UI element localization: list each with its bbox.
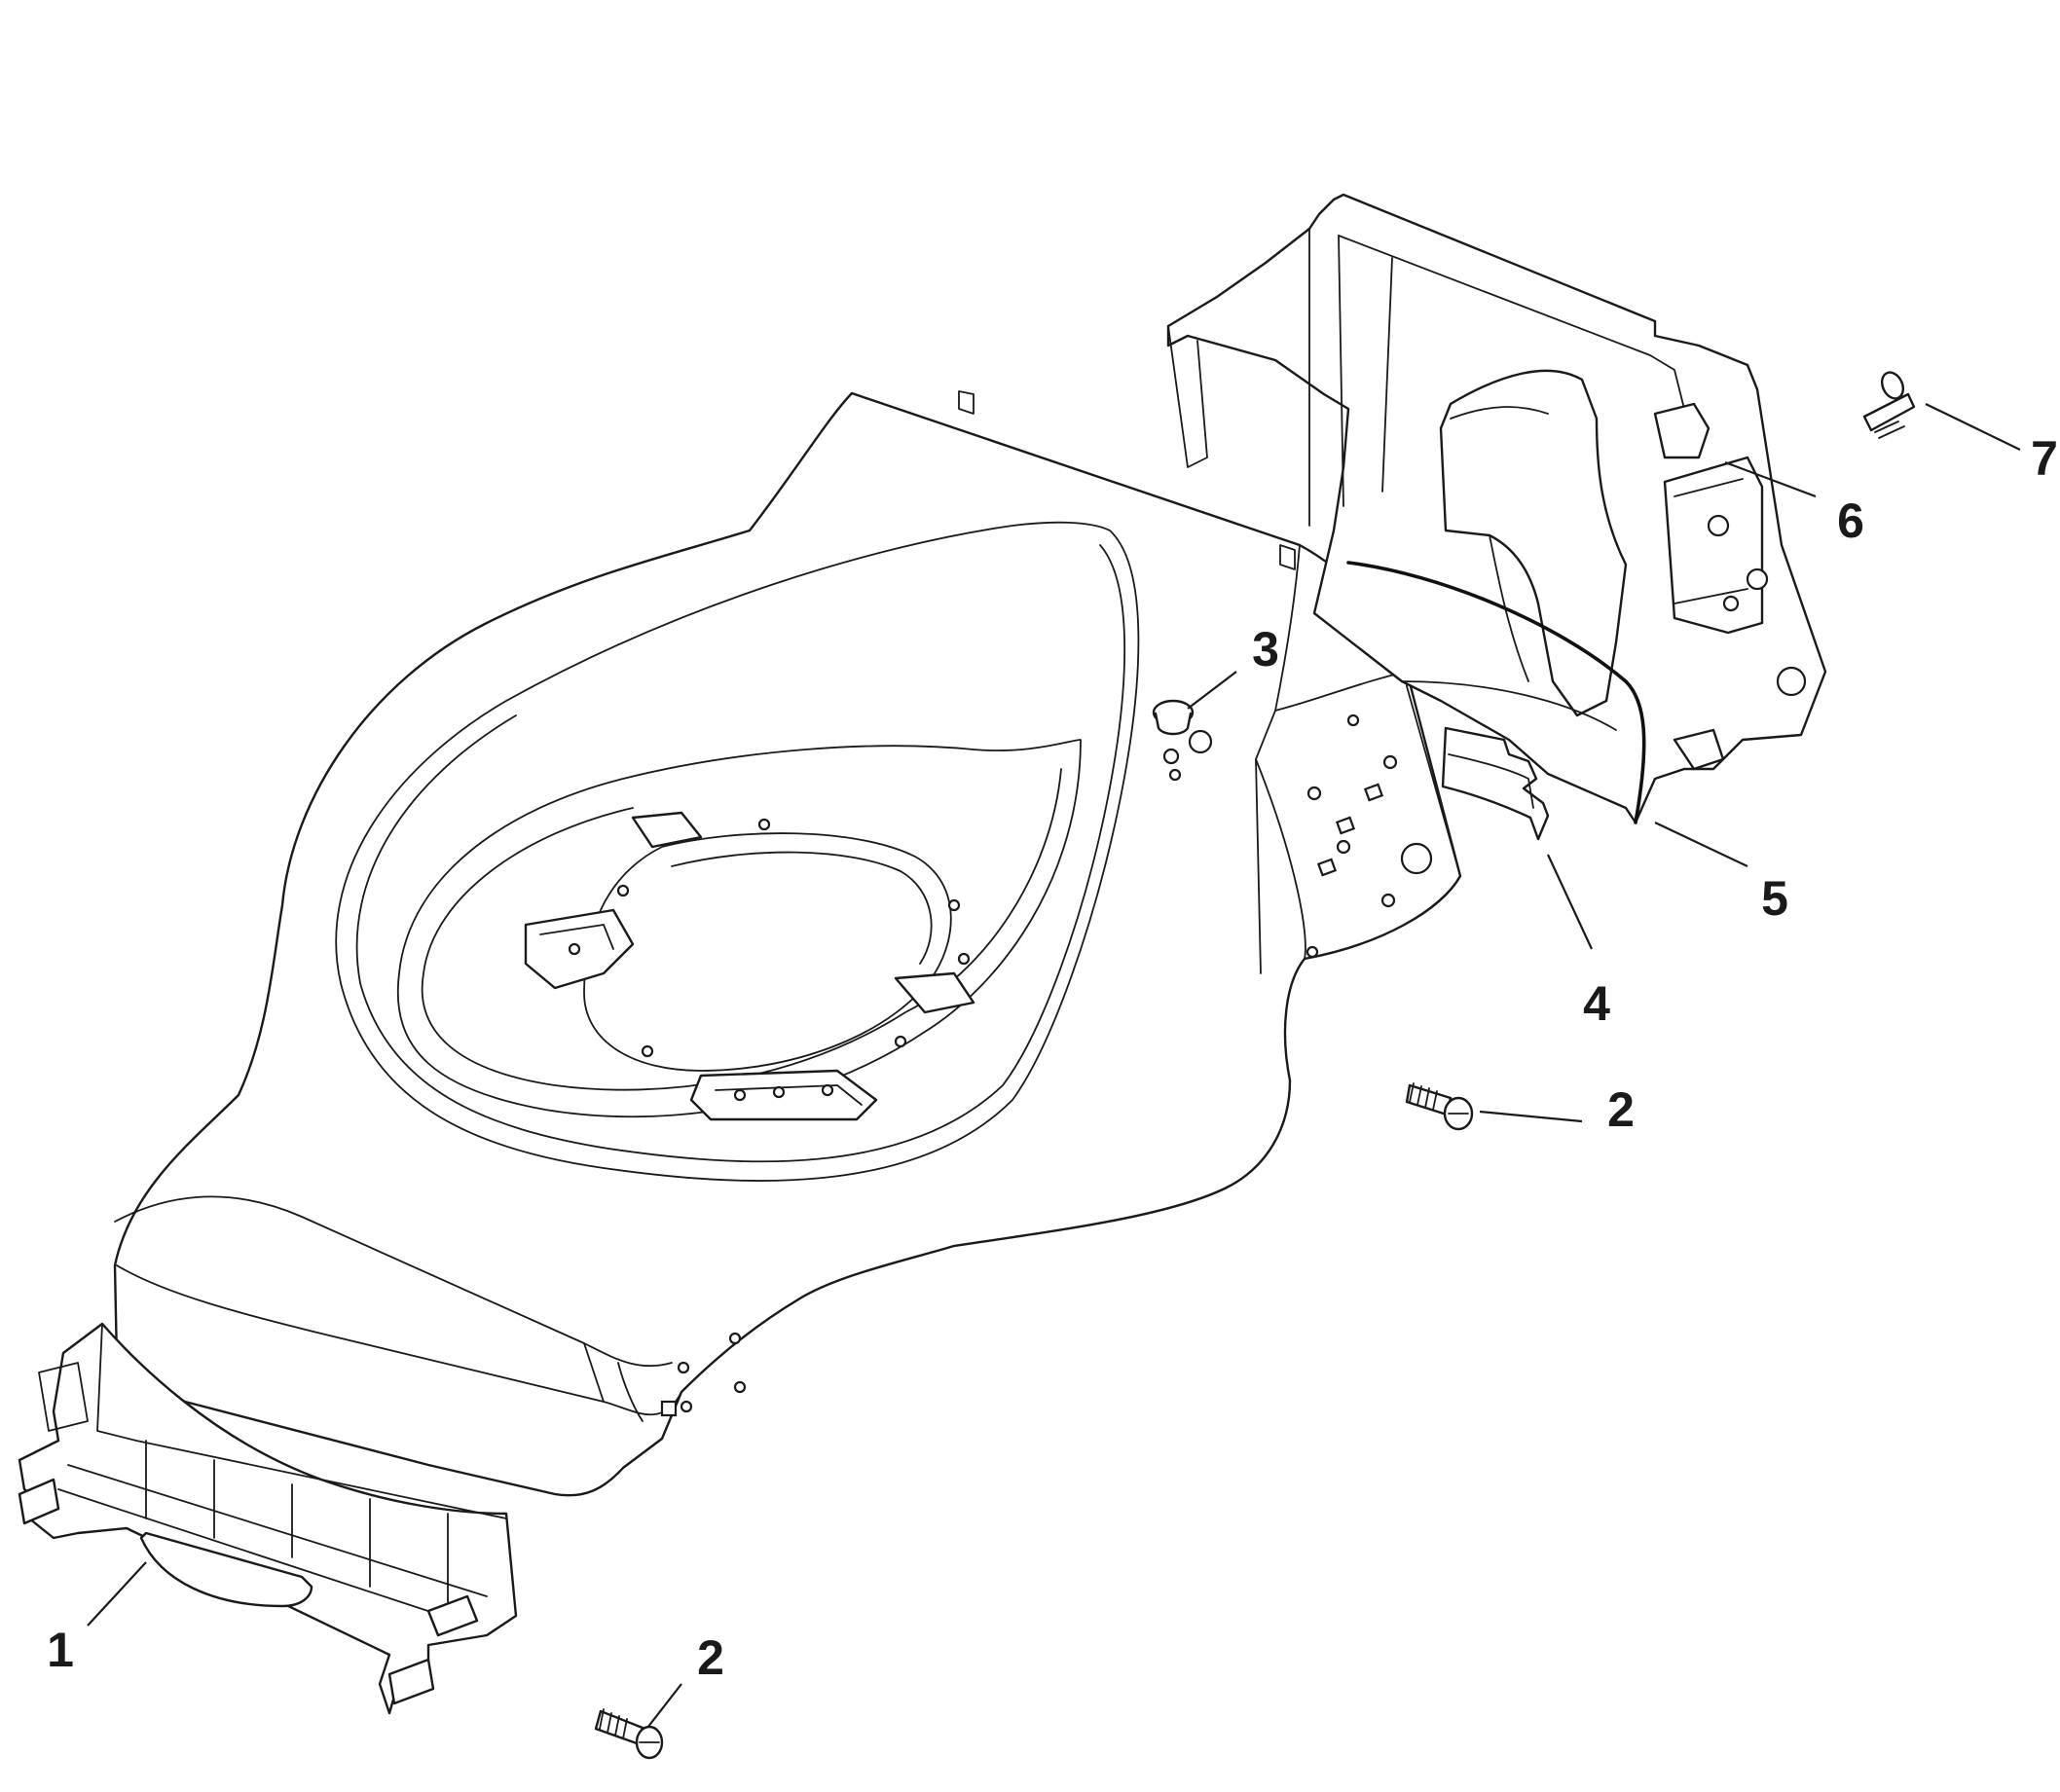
callout-5: 5 [1761,871,1788,926]
mower-deck [113,390,1462,1497]
rear-housing-part [1166,193,1827,824]
front-baffle-part [18,1322,518,1715]
screw-part-2-bottom [594,1708,664,1760]
clip-part [1441,726,1550,841]
callout-labels: 1 2 2 3 4 5 6 7 [47,431,2058,1685]
callout-1: 1 [47,1623,74,1677]
callout-4: 4 [1583,976,1610,1031]
screw-part-7 [1862,371,1916,439]
leader-lines [87,403,2021,1729]
callout-2-bottom: 2 [697,1630,724,1685]
screw-part-2-middle [1405,1082,1474,1131]
callout-6: 6 [1837,494,1864,548]
callout-2-middle: 2 [1607,1082,1635,1137]
plug-part [1152,699,1195,736]
callout-3: 3 [1252,622,1279,677]
callout-7: 7 [2031,431,2058,486]
